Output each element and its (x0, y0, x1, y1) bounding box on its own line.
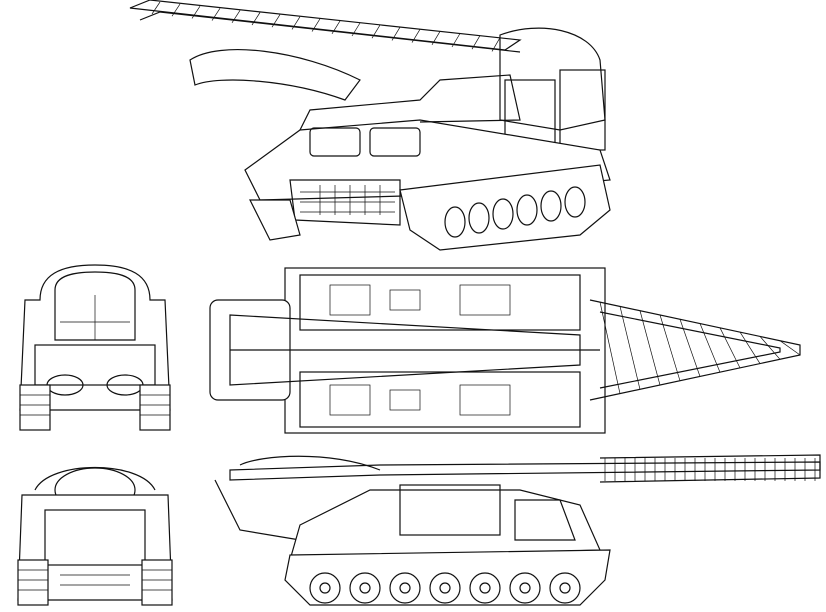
road-wheel (516, 194, 538, 226)
truss-brace (779, 340, 801, 356)
truss-brace (759, 336, 781, 360)
road-wheel (540, 190, 562, 222)
ladder-rung (491, 37, 501, 52)
wheel-hub (319, 582, 331, 594)
ladder-rung (391, 27, 401, 41)
road-wheel (469, 572, 501, 604)
ladder-rung (351, 22, 361, 37)
road-wheel (564, 186, 586, 218)
road-wheel (549, 572, 581, 604)
ladder-rung (431, 31, 441, 45)
wheel-hub (479, 582, 491, 594)
ladder-rung (371, 24, 381, 39)
front-view (19, 264, 171, 431)
wheel-hub (359, 582, 371, 594)
road-wheel (492, 198, 514, 230)
road-wheel (444, 206, 466, 238)
ladder-rung (451, 33, 461, 48)
road-wheel (349, 572, 381, 604)
road-wheel (429, 572, 461, 604)
ladder-rung (471, 35, 481, 50)
ladder-rung (151, 1, 161, 15)
ladder-rung (411, 29, 421, 43)
road-wheel (509, 572, 541, 604)
ladder-rung (171, 3, 181, 17)
ladder-rung (311, 18, 321, 32)
road-wheel (389, 572, 421, 604)
ladder-rung (271, 14, 281, 28)
road-wheel (309, 572, 341, 604)
truss-brace (719, 327, 741, 369)
wheel-hub (519, 582, 531, 594)
ladder-rung (191, 6, 201, 19)
truss-brace (599, 301, 621, 394)
ladder-rung (291, 16, 301, 30)
ladder-rung (331, 20, 341, 34)
ladder-rung (211, 8, 221, 21)
truss-brace (739, 331, 761, 364)
perspective-view (129, 0, 611, 251)
truss-brace (679, 319, 701, 377)
side-view (214, 454, 821, 606)
wheel-hub (559, 582, 571, 594)
wheel-hub (399, 582, 411, 594)
ladder-rung (231, 10, 241, 23)
rear-view (17, 467, 173, 606)
truss-brace (639, 310, 661, 386)
truss-brace (659, 314, 681, 381)
top-view (209, 267, 801, 434)
truss-brace (699, 323, 721, 373)
wheel-hub (439, 582, 451, 594)
road-wheel (468, 202, 490, 234)
truss-brace (619, 306, 641, 390)
ladder-rung (251, 12, 261, 26)
